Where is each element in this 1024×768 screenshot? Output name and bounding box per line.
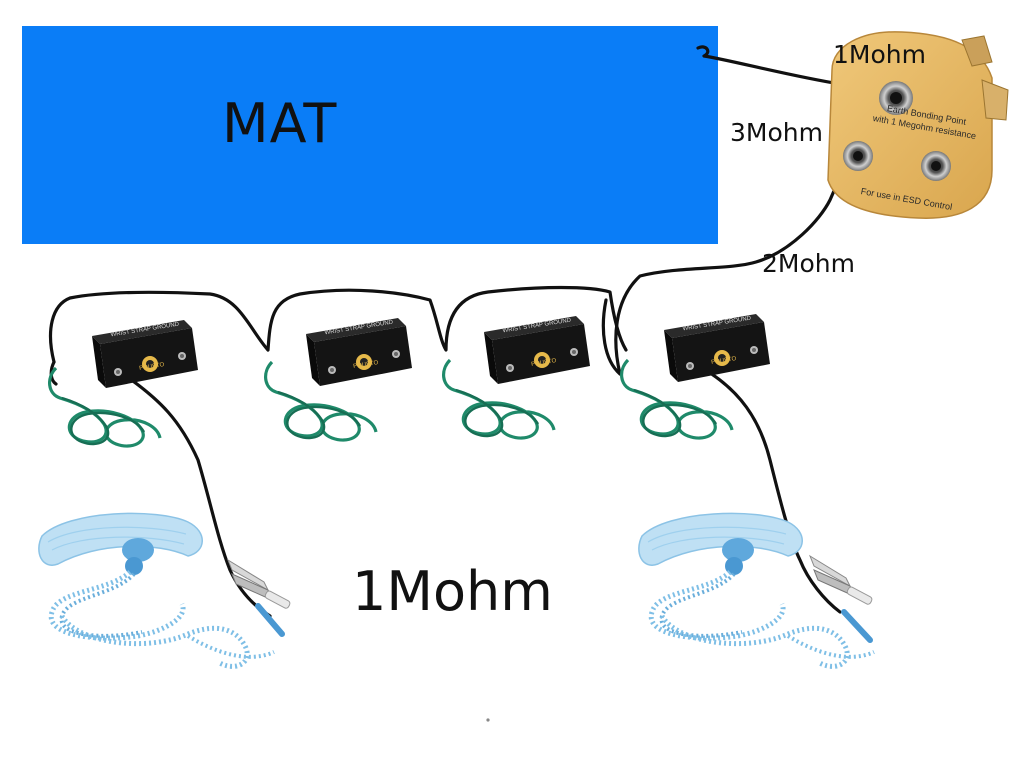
alligator-clip — [809, 555, 874, 606]
label-1mohm-top: 1Mohm — [833, 40, 926, 69]
wrist-strap-left — [39, 513, 292, 666]
stray-dot — [486, 718, 490, 722]
label-2mohm: 2Mohm — [762, 249, 855, 278]
ground-box-brand: POUSTO — [353, 360, 379, 370]
wire-2mohm-link — [601, 150, 856, 376]
ground-unit-1: WRIST STRAP GROUND POUSTO — [47, 320, 198, 448]
ground-unit-4: WRIST STRAP GROUND POUSTO — [619, 314, 770, 440]
ground-wires — [48, 45, 896, 618]
ground-box-brand: POUSTO — [531, 358, 557, 368]
wrist-strap-right — [639, 513, 874, 666]
ground-box-brand: POUSTO — [711, 356, 737, 366]
label-1mohm-straps: 1Mohm — [352, 560, 553, 623]
alligator-clip — [227, 559, 292, 610]
ground-box-brand: POUSTO — [139, 362, 165, 372]
clip-plug — [255, 603, 285, 637]
ground-unit-2: WRIST STRAP GROUND POUSTO — [263, 318, 412, 442]
clip-plug — [841, 609, 873, 643]
wire-strap-right — [700, 366, 842, 614]
wire-strap-left — [124, 374, 272, 618]
mat-label: MAT — [222, 92, 338, 155]
esd-mat — [22, 26, 718, 244]
wire-chain — [48, 285, 628, 364]
wrist-band — [639, 513, 874, 666]
earth-bonding-point: Earth Bonding Point with 1 Megohm resist… — [827, 31, 1009, 219]
label-3mohm: 3Mohm — [730, 118, 823, 147]
wrist-band — [39, 513, 274, 666]
ground-unit-3: WRIST STRAP GROUND POUSTO — [441, 316, 590, 440]
